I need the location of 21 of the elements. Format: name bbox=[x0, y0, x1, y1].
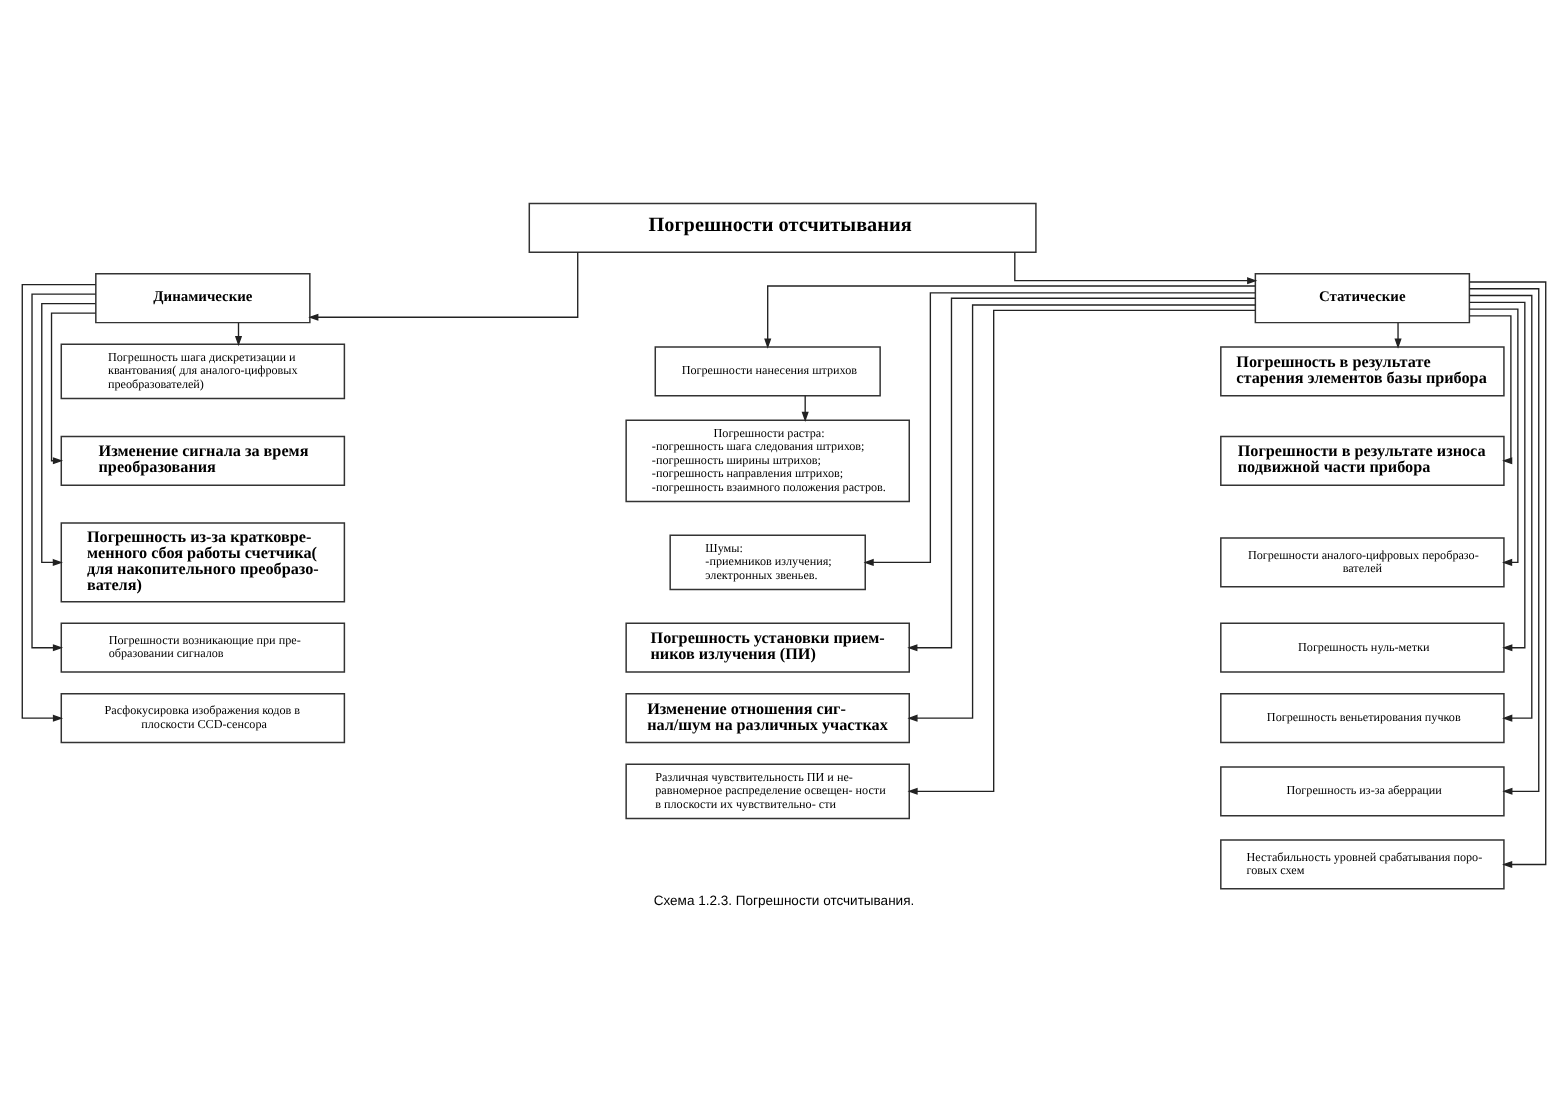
node-box: Статические bbox=[1254, 273, 1471, 324]
arrow bbox=[1468, 281, 1547, 868]
arrow bbox=[50, 312, 97, 465]
arrow bbox=[21, 284, 97, 722]
arrow bbox=[1469, 301, 1526, 652]
arrow bbox=[1468, 315, 1513, 465]
arrow bbox=[907, 309, 1256, 795]
node-box: Погрешности отсчитывания bbox=[528, 202, 1037, 253]
arrow bbox=[1468, 308, 1519, 566]
node-box: Динамические bbox=[95, 273, 311, 324]
arrow bbox=[308, 251, 579, 321]
arrow bbox=[31, 293, 97, 652]
arrow bbox=[863, 292, 1256, 566]
arrow bbox=[764, 285, 1256, 349]
arrow bbox=[907, 297, 1256, 652]
arrow bbox=[41, 303, 97, 566]
arrow bbox=[1014, 251, 1258, 285]
arrow bbox=[1469, 294, 1533, 722]
arrow bbox=[907, 304, 1257, 722]
arrow bbox=[1468, 288, 1540, 795]
arrow bbox=[1394, 322, 1402, 349]
